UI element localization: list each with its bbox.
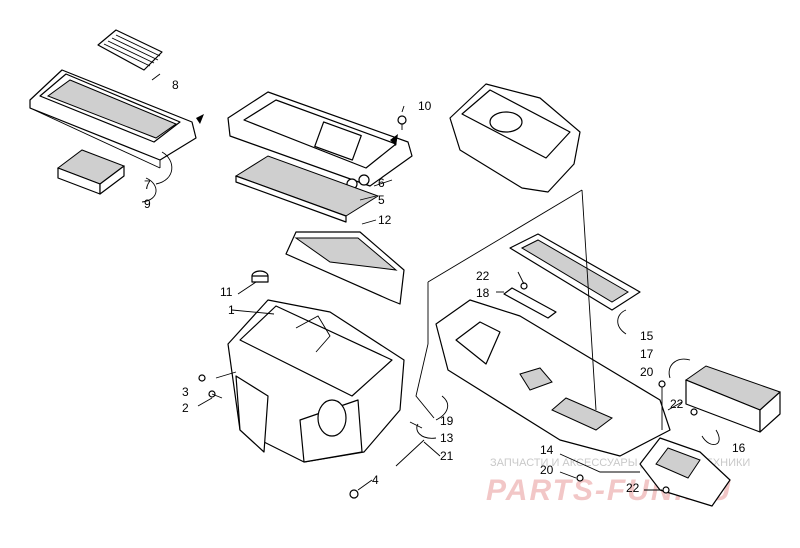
callout-labels: 8 7 9 10 6 5 12 11 1 3 2 4 22 18 15 17 2…	[144, 78, 746, 495]
part-14-console	[435, 299, 671, 457]
callout-19: 19	[440, 414, 454, 428]
leader-lines	[141, 73, 720, 491]
part-1-airbox	[227, 299, 405, 463]
part-8-grille	[97, 29, 163, 71]
callout-15: 15	[640, 329, 654, 343]
part-9-filter	[56, 149, 126, 195]
callout-22c: 22	[626, 481, 640, 495]
fastener-4	[349, 489, 359, 499]
fastener-2-3	[198, 374, 223, 399]
part-5-foam	[234, 155, 380, 223]
callout-13: 13	[440, 431, 454, 445]
part-10-screw	[397, 115, 407, 130]
callout-14: 14	[540, 443, 554, 457]
airbox-cover	[449, 83, 581, 193]
callout-18: 18	[476, 286, 490, 300]
lower-bracket	[639, 437, 731, 507]
fasteners-20-22	[520, 282, 698, 494]
callout-8: 8	[172, 78, 179, 92]
part-18-bracket	[503, 287, 557, 319]
callout-20b: 20	[540, 463, 554, 477]
callout-5: 5	[378, 193, 385, 207]
callout-11: 11	[220, 285, 233, 299]
part-15-frame	[509, 233, 641, 311]
callout-16: 16	[732, 441, 746, 455]
callout-7: 7	[144, 178, 151, 192]
callout-10: 10	[418, 99, 432, 113]
part-11-cap	[251, 270, 269, 283]
callout-2: 2	[182, 401, 189, 415]
part-13-rod	[395, 343, 435, 467]
part-6-tray	[227, 91, 413, 194]
callout-9: 9	[144, 197, 151, 211]
callout-6: 6	[378, 176, 385, 190]
callout-1: 1	[228, 303, 235, 317]
part-12-duct	[285, 231, 405, 305]
callout-20a: 20	[640, 365, 654, 379]
part-16-foam	[684, 365, 781, 433]
callout-22b: 22	[670, 397, 684, 411]
callout-17: 17	[640, 347, 654, 361]
callout-3: 3	[182, 385, 189, 399]
part-7-panel	[29, 69, 204, 169]
callout-22a: 22	[476, 269, 490, 283]
callout-4: 4	[372, 473, 379, 487]
callout-12: 12	[378, 213, 392, 227]
callout-21: 21	[440, 449, 454, 463]
